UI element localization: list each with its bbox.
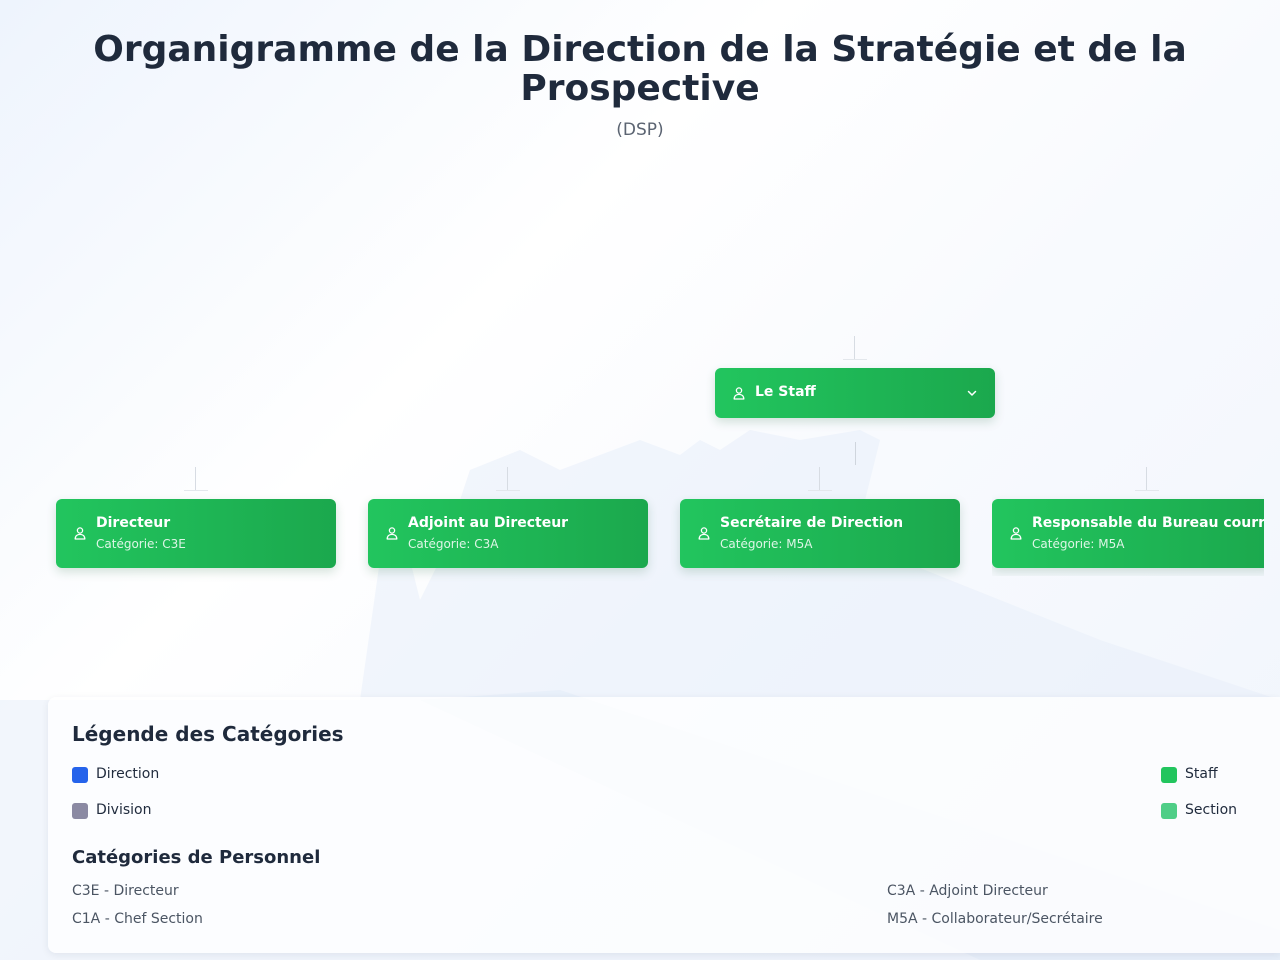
org-node-category: Catégorie: C3A: [408, 537, 499, 551]
legend-item-label: Section: [1185, 802, 1238, 818]
connector-tick: [808, 467, 832, 491]
org-node-category: Catégorie: M5A: [720, 537, 813, 551]
org-node-staff[interactable]: Le Staff: [715, 368, 995, 418]
personnel-category: C3A - Adjoint Directeur: [887, 883, 1048, 899]
user-icon: [733, 387, 745, 400]
org-node-name: Secrétaire de Direction: [720, 515, 904, 531]
personnel-category: C1A - Chef Section: [72, 911, 203, 927]
user-icon: [74, 527, 86, 540]
legend-item-label: Division: [96, 802, 152, 818]
page-subtitle: (DSP): [616, 120, 664, 140]
org-node-clip: Responsable du Bureau courrier Catégorie…: [992, 492, 1264, 576]
page-title: Organigramme de la Direction de la Strat…: [93, 29, 1187, 109]
page-header: Organigramme de la Direction de la Strat…: [0, 30, 1280, 140]
org-node-name: Directeur: [96, 515, 171, 531]
org-node-name: Le Staff: [755, 384, 816, 400]
legend-title: Légende des Catégories: [72, 722, 344, 746]
connector-tick: [843, 336, 867, 360]
org-node-secretaire[interactable]: Secrétaire de Direction Catégorie: M5A: [680, 499, 960, 568]
personnel-title: Catégories de Personnel: [72, 847, 321, 868]
user-icon: [386, 527, 398, 540]
org-node-directeur[interactable]: Directeur Catégorie: C3E: [56, 499, 336, 568]
connector-tick: [496, 467, 520, 491]
user-icon: [698, 527, 710, 540]
org-node-name: Responsable du Bureau courrier: [1032, 515, 1264, 531]
legend-panel: Légende des Catégories Direction Staff D…: [48, 697, 1280, 953]
legend-item-label: Direction: [96, 766, 160, 782]
legend-swatch: [1161, 803, 1177, 819]
org-node-name: Adjoint au Directeur: [408, 515, 569, 531]
legend-swatch: [72, 767, 88, 783]
org-node-category: Catégorie: C3E: [96, 537, 186, 551]
connector-line: [855, 442, 856, 465]
user-icon: [1010, 527, 1022, 540]
personnel-category: C3E - Directeur: [72, 883, 179, 899]
legend-swatch: [1161, 767, 1177, 783]
org-node-category: Catégorie: M5A: [1032, 537, 1125, 551]
org-node-bureau-courrier[interactable]: Responsable du Bureau courrier Catégorie…: [992, 499, 1264, 568]
org-node-adjoint[interactable]: Adjoint au Directeur Catégorie: C3A: [368, 499, 648, 568]
chevron-down-icon[interactable]: [966, 387, 978, 399]
connector-tick: [184, 467, 208, 491]
connector-tick: [1135, 467, 1159, 491]
personnel-category: M5A - Collaborateur/Secrétaire: [887, 911, 1103, 927]
legend-swatch: [72, 803, 88, 819]
legend-item-label: Staff: [1185, 766, 1218, 782]
